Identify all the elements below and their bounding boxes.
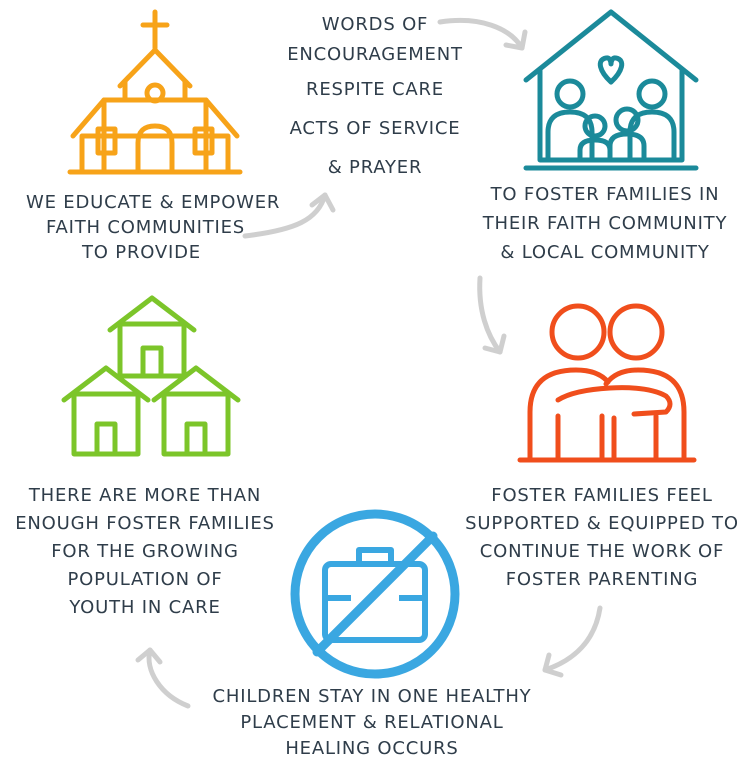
arrow-families-to-supported-head: [482, 333, 507, 355]
arrow-families-to-supported: [477, 275, 503, 355]
three-houses-icon: [61, 295, 241, 457]
arrow-supported-to-stay-head: [542, 652, 564, 678]
arrow-educate-to-provide-head: [309, 192, 336, 213]
no-suitcase-icon: [290, 509, 460, 679]
arrow-stay-to-enough: [146, 647, 191, 709]
educate-text: WE EDUCATE & EMPOWER FAITH COMMUNITIES T…: [26, 192, 281, 263]
support-types-list: WORDS OF ENCOURAGEMENT RESPITE CARE ACTS…: [287, 14, 463, 178]
hugging-couple-icon: [517, 303, 697, 463]
families-supported-text: FOSTER FAMILIES FEEL SUPPORTED & EQUIPPE…: [465, 485, 739, 590]
church-icon: [67, 9, 243, 175]
arrow-stay-to-enough-head: [135, 647, 163, 665]
arrow-educate-to-provide: [242, 192, 328, 239]
family-home-icon: [523, 9, 699, 171]
arrow-supported-to-stay: [542, 605, 603, 673]
to-foster-families-text: TO FOSTER FAMILIES IN THEIR FAITH COMMUN…: [482, 184, 728, 263]
arrow-provide-to-families: [437, 17, 525, 51]
arrow-provide-to-families-head: [503, 29, 528, 51]
children-stay-text: CHILDREN STAY IN ONE HEALTHY PLACEMENT &…: [212, 686, 532, 759]
enough-families-text: THERE ARE MORE THAN ENOUGH FOSTER FAMILI…: [15, 485, 275, 618]
